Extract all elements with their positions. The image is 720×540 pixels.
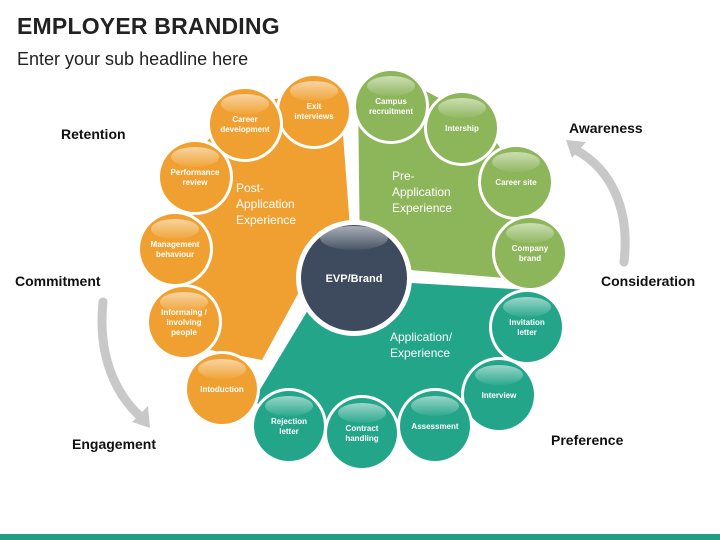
page-title: EMPLOYER BRANDING [17,13,280,39]
circle-label-management-behaviour-line-2: behaviour [156,250,194,259]
circle-label-contract-handling-line-1: Contract [346,424,379,433]
circle-label-rejection-letter-line-2: letter [279,427,299,436]
circle-intoduction: Intoduction [184,351,260,427]
circle-label-exit-interviews-line-2: interviews [294,112,334,121]
circle-label-campus-recruitment-line-1: Campus [375,97,407,106]
stage-label-consideration: Consideration [601,273,696,289]
circle-label-intoduction-line-1: Intoduction [200,385,244,394]
satellite-circles: ExitinterviewsCareerdevelopmentPerforman… [137,68,568,471]
circle-label-career-site-line-1: Career site [495,178,537,187]
pre-application-line-1: Pre- [392,169,415,183]
pre-application-line-3: Experience [392,201,452,215]
stage-label-engagement: Engagement [72,436,157,452]
application-line-1: Application/ [390,330,453,344]
arrow-commitment-to-engagement-head [132,406,150,428]
arrow-awareness-to-consideration-head [566,140,586,158]
center-label: EVP/Brand [326,273,383,285]
arrow-awareness-to-consideration [571,145,630,267]
circle-label-informaing-involving-people-line-3: people [171,328,197,337]
application-line-2: Experience [390,346,450,360]
circle-label-informaing-involving-people-line-2: involving [166,318,201,327]
circle-label-invitation-letter-line-2: letter [517,328,537,337]
circle-label-exit-interviews-line-1: Exit [307,102,322,111]
stage-label-preference: Preference [551,432,624,448]
circle-label-interview-line-1: Interview [482,391,517,400]
post-application-line-1: Post- [236,181,264,195]
circle-label-intership-line-1: Intership [445,124,479,133]
circle-label-performance-review-line-2: review [183,178,209,187]
sector-label-pre-application: Pre- Application Experience [392,169,452,215]
circle-label-informaing-involving-people-line-1: Informaing / [161,308,208,317]
page-subtitle: Enter your sub headline here [17,49,249,69]
pre-application-line-2: Application [392,185,451,199]
post-application-line-2: Application [236,197,295,211]
circle-label-contract-handling-line-2: handling [345,434,378,443]
circle-label-career-development-line-1: Career [232,115,257,124]
circle-intership: Intership [424,90,500,166]
center-evp-brand: EVP/Brand [296,220,412,336]
stage-label-commitment: Commitment [15,273,101,289]
circle-career-site: Career site [478,144,554,220]
sector-label-post-application: Post- Application Experience [236,181,296,227]
circle-label-performance-review-line-1: Performance [171,168,220,177]
accent-bar [0,534,720,540]
stage-label-retention: Retention [61,126,126,142]
circle-label-management-behaviour-line-1: Management [151,240,200,249]
sector-label-application: Application/ Experience [390,330,453,360]
circle-label-invitation-letter-line-1: Invitation [509,318,545,327]
post-application-line-3: Experience [236,213,296,227]
circle-label-company-brand-line-1: Company [512,244,549,253]
circle-label-career-development-line-2: development [220,125,270,134]
circle-label-rejection-letter-line-1: Rejection [271,417,307,426]
arrow-commitment-to-engagement [97,297,147,423]
circle-label-assessment-line-1: Assessment [411,422,458,431]
circle-interview: Interview [461,357,537,433]
stage-label-awareness: Awareness [569,120,643,136]
circle-label-campus-recruitment-line-2: recruitment [369,107,413,116]
circle-assessment: Assessment [397,388,473,464]
circle-label-company-brand-line-2: brand [519,254,541,263]
